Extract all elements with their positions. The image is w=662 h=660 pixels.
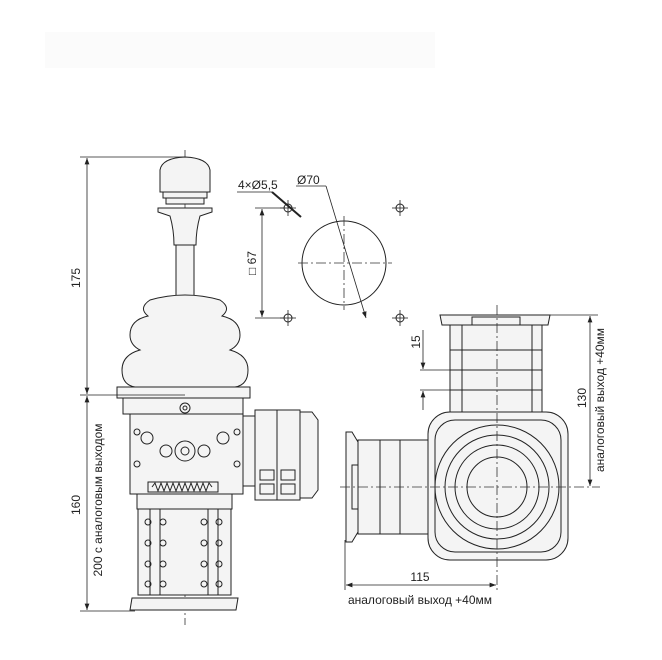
contact-block [137,508,232,596]
base-square [427,411,569,561]
holes-label: 4×Ø5,5 [238,178,278,192]
top-module [449,324,543,414]
mounting-cutout [237,185,408,326]
side-analog-note: аналоговый выход +40мм [593,328,607,472]
dim-15: 15 [409,335,423,349]
mechanism-body [129,413,244,495]
top-view [340,305,600,590]
left-dimensions [80,156,185,612]
bottom-analog-note: аналоговый выход +40мм [348,593,492,607]
dim-175: 175 [69,268,83,288]
handle-stem [175,244,195,298]
cutout-diameter-label: Ø70 [297,173,320,187]
right-dimensions [344,314,598,590]
mounting-flange [116,386,251,399]
dim-200-analog: 200 с аналоговым выходом [91,423,105,576]
blank-header-area [45,32,435,68]
hole-square-label: □ 67 [245,251,259,275]
dim-115: 115 [410,570,429,584]
dim-160: 160 [69,495,83,515]
handle-knob [159,156,211,193]
rubber-boot [121,294,249,388]
terminal-screws [144,518,223,588]
front-view [116,150,319,625]
dim-130: 130 [575,388,589,408]
